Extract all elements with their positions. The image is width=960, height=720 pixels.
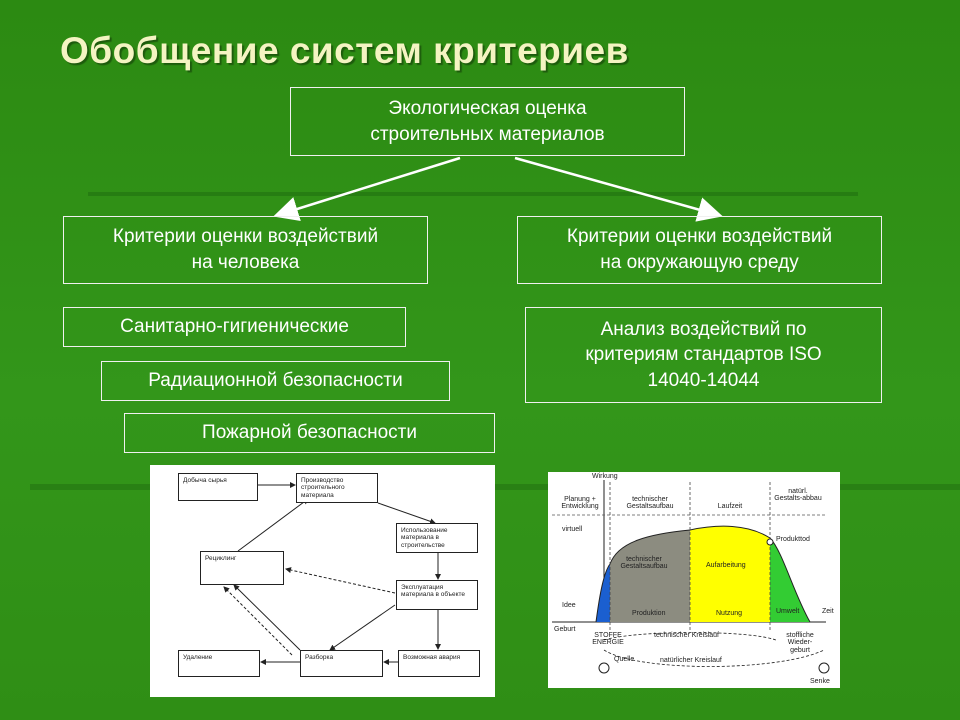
flowchart-connectors	[223, 482, 441, 665]
product-death-marker	[766, 538, 774, 546]
phase-runtime-label: Laufzeit	[717, 503, 743, 510]
flow-accident-box: Возможная авария	[398, 650, 480, 677]
production-label: Produktion	[632, 610, 666, 617]
flow-use-box: Использование материала в строительстве	[396, 523, 478, 553]
birth-label: Geburt	[554, 626, 576, 633]
usage-label: Nutzung	[716, 610, 743, 617]
stage-tech-label: technischer Gestaltsaufbau	[620, 556, 668, 571]
sink-marker	[818, 662, 830, 674]
connector-operation-recycling	[285, 567, 396, 594]
environment-label: Umwelt	[776, 608, 800, 615]
idea-area	[596, 564, 610, 622]
connector-dismantling-recycling-2	[223, 586, 293, 656]
source-label: Quelle	[614, 656, 635, 663]
source-marker	[598, 662, 610, 674]
lifecycle-y-axis-label: Wirkung	[592, 473, 618, 480]
connector-production-use	[377, 502, 436, 525]
decorative-band-bottom	[30, 484, 960, 490]
iso-analysis-box: Анализ воздействий по критериям стандарт…	[525, 307, 882, 403]
sanitary-criterion-label: Санитарно-гигиенические	[120, 316, 349, 338]
stage-prep-label: Aufarbeitung	[706, 562, 746, 569]
human-criteria-line-2: на человека	[191, 252, 300, 273]
natural-cycle-loop	[603, 649, 825, 667]
phase-planning-label: Planung + Entwicklung	[561, 496, 599, 511]
slide-title: Обобщение систем критериев	[60, 30, 629, 71]
production-area	[610, 530, 690, 622]
product-lifecycle-diagram: Wirkung Planung + Entwicklung technische…	[548, 472, 840, 688]
environment-area	[770, 538, 810, 622]
phase-natural-label: natürl. Gestalts-abbau	[774, 488, 822, 503]
flow-extraction-box: Добыча сырья	[178, 473, 258, 501]
flow-removal-box: Удаление	[178, 650, 260, 677]
connector-operation-dismantling	[329, 604, 396, 651]
root-line-1: Экологическая оценка	[388, 97, 587, 119]
virtual-label: virtuell	[562, 526, 583, 533]
iso-analysis-line-1: Анализ воздействий по	[600, 318, 807, 340]
environment-criteria-line-2: на окружающую среду	[600, 252, 799, 273]
flow-production-box: Производство строительного материала	[296, 473, 378, 503]
fire-criterion-label: Пожарной безопасности	[202, 422, 417, 444]
product-death-label: Produkttod	[776, 536, 810, 543]
human-criteria-line-1: Критерии оценки воздействий	[112, 226, 379, 248]
environment-criteria-line-1: Критерии оценки воздействий	[566, 226, 833, 248]
axis-end-label: Zeit	[822, 608, 834, 615]
environment-criteria-box: Критерии оценки воздействий на окружающу…	[517, 216, 882, 284]
rebirth-label: stoffliche Wieder-geburt	[786, 632, 814, 654]
lifecycle-graphics	[552, 480, 830, 674]
arrow-to-environment	[514, 156, 723, 222]
natural-cycle-label: natürlicher Kreislauf	[660, 657, 722, 664]
idea-label: Idee	[562, 602, 576, 609]
flow-recycling-box: Рециклинг	[200, 551, 284, 585]
tech-cycle-label: technischer Kreislauf	[654, 632, 719, 639]
connector-recycling-production	[237, 498, 309, 552]
sanitary-criterion-box: Санитарно-гигиенические	[63, 307, 406, 347]
iso-analysis-line-2: критериям стандартов ISO	[585, 344, 822, 366]
root-box: Экологическая оценка строительных матери…	[290, 87, 685, 156]
phase-technical-label: technischer Gestaltsaufbau	[626, 496, 674, 511]
materials-energy-label: STOFFE ENERGIE	[592, 632, 624, 647]
connector-dismantling-recycling	[233, 584, 301, 651]
radiation-criterion-label: Радиационной безопасности	[148, 370, 403, 392]
flow-operation-box: Эксплуатация материала в объекте	[396, 580, 478, 610]
arrow-to-human	[273, 156, 461, 221]
iso-analysis-line-3: 14040-14044	[647, 369, 760, 391]
fire-criterion-box: Пожарной безопасности	[124, 413, 495, 453]
material-lifecycle-flowchart: Добыча сырья Производство строительного …	[150, 465, 495, 697]
root-line-2: строительных материалов	[370, 123, 605, 145]
technical-cycle-loop	[603, 632, 777, 641]
usage-area	[690, 526, 770, 622]
flow-dismantling-box: Разборка	[300, 650, 383, 677]
sink-label: Senke	[810, 678, 830, 685]
human-criteria-box: Критерии оценки воздействий на человека	[63, 216, 428, 284]
radiation-criterion-box: Радиационной безопасности	[101, 361, 450, 401]
decorative-band-top	[88, 192, 858, 196]
